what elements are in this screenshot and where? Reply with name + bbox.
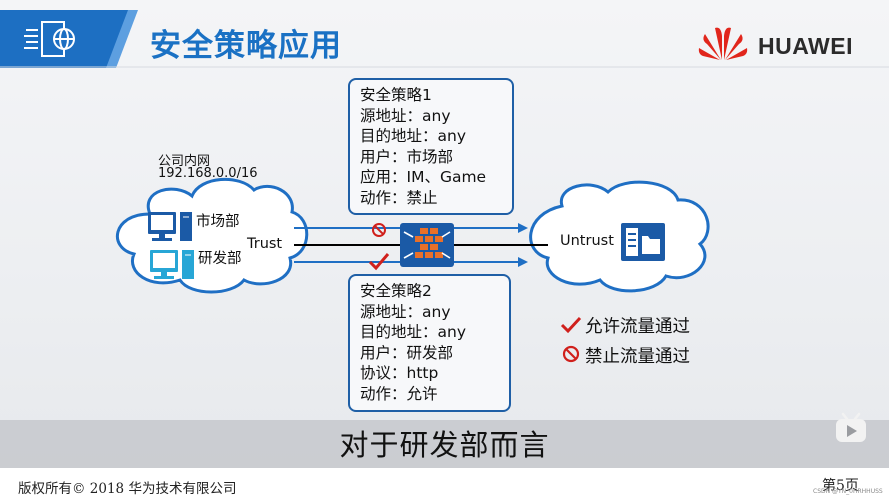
policy2-proto: 协议：http xyxy=(360,364,439,383)
untrust-cloud xyxy=(529,180,710,293)
policy1-action: 动作：禁止 xyxy=(360,188,438,207)
dept-marketing-label: 市场部 xyxy=(196,214,240,230)
policy2-src: 源地址：any xyxy=(360,302,451,321)
subtitle-band xyxy=(0,420,889,468)
page-title: 安全策略应用 xyxy=(150,28,342,64)
server-icon xyxy=(621,223,665,261)
huawei-logo-icon xyxy=(698,27,748,61)
watermark-text: CSDN @YN_0HRHHUSS xyxy=(813,488,883,495)
policy1-title: 安全策略1 xyxy=(360,86,432,104)
policy2-user: 用户：研发部 xyxy=(360,343,454,362)
copyright-text: 版权所有© 2018 华为技术有限公司 xyxy=(18,481,237,497)
policy1-dst: 目的地址：any xyxy=(360,127,466,146)
network-cidr: 192.168.0.0/16 xyxy=(158,166,258,181)
footer-bar xyxy=(0,468,889,500)
policy2-box: 安全策略2 源地址：any 目的地址：any 用户：研发部 协议：http 动作… xyxy=(348,274,511,412)
policy1-src: 源地址：any xyxy=(360,106,451,125)
policy2-title: 安全策略2 xyxy=(360,282,432,300)
legend-deny-label: 禁止流量通过 xyxy=(585,347,690,367)
policy1-app: 应用：IM、Game xyxy=(360,168,487,187)
policy2-dst: 目的地址：any xyxy=(360,323,466,342)
allow-check-icon xyxy=(368,253,390,271)
video-player-icon[interactable] xyxy=(834,412,868,444)
policy2-action: 动作：允许 xyxy=(360,384,438,403)
firewall-icon xyxy=(400,223,454,267)
brand-name: HUAWEI xyxy=(758,33,853,59)
network-label: 公司内网 xyxy=(158,154,211,169)
untrust-zone-label: Untrust xyxy=(560,233,614,249)
network-diagram xyxy=(115,177,710,294)
pc-marketing-icon xyxy=(148,212,192,241)
trust-zone-label: Trust xyxy=(247,236,283,252)
deny-marker-icon xyxy=(372,223,386,237)
legend-allow-label: 允许流量通过 xyxy=(585,317,690,337)
dept-rnd-label: 研发部 xyxy=(198,251,242,267)
pc-rnd-icon xyxy=(150,250,194,279)
page-number: 第5页 xyxy=(822,478,859,494)
legend-allow-icon xyxy=(560,316,582,334)
video-subtitle: 对于研发部而言 xyxy=(339,428,550,462)
legend-deny-icon xyxy=(562,345,580,363)
policy1-user: 用户：市场部 xyxy=(360,147,454,166)
network-access-icon xyxy=(24,21,75,57)
policy1-box: 安全策略1 源地址：any 目的地址：any 用户：市场部 应用：IM、Game… xyxy=(348,78,514,215)
